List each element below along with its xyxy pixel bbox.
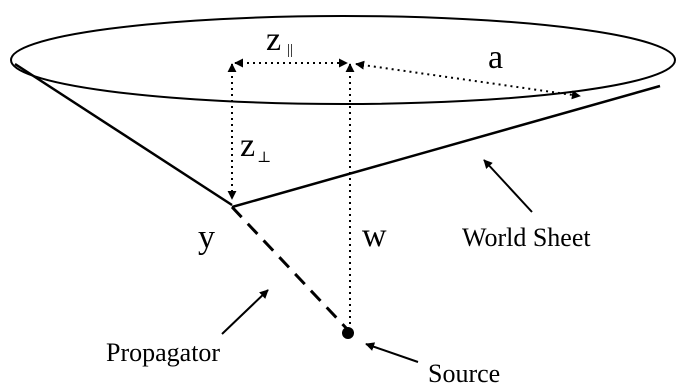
a-label: a [488,39,503,76]
source-label: Source [428,359,500,388]
worldsheet-left-edge [14,62,233,207]
w-label: w [362,217,387,254]
world-sheet-pointer [483,159,533,213]
z-parallel-label: z|| [266,21,293,58]
source-point [342,327,354,339]
z-perp-subscript: ⊥ [257,150,271,166]
loop-ellipse [10,15,676,105]
z-parallel-subscript: || [287,42,293,58]
source-pointer [365,342,419,363]
worldsheet-right-edge [231,84,661,209]
a-radius-arrow [355,60,581,100]
world-sheet-label: World Sheet [462,223,591,252]
propagator-line [230,205,350,332]
y-label: y [198,219,215,256]
z-perp-label: z⊥ [240,127,271,166]
propagator-label: Propagator [106,338,220,367]
propagator-pointer [221,289,269,335]
